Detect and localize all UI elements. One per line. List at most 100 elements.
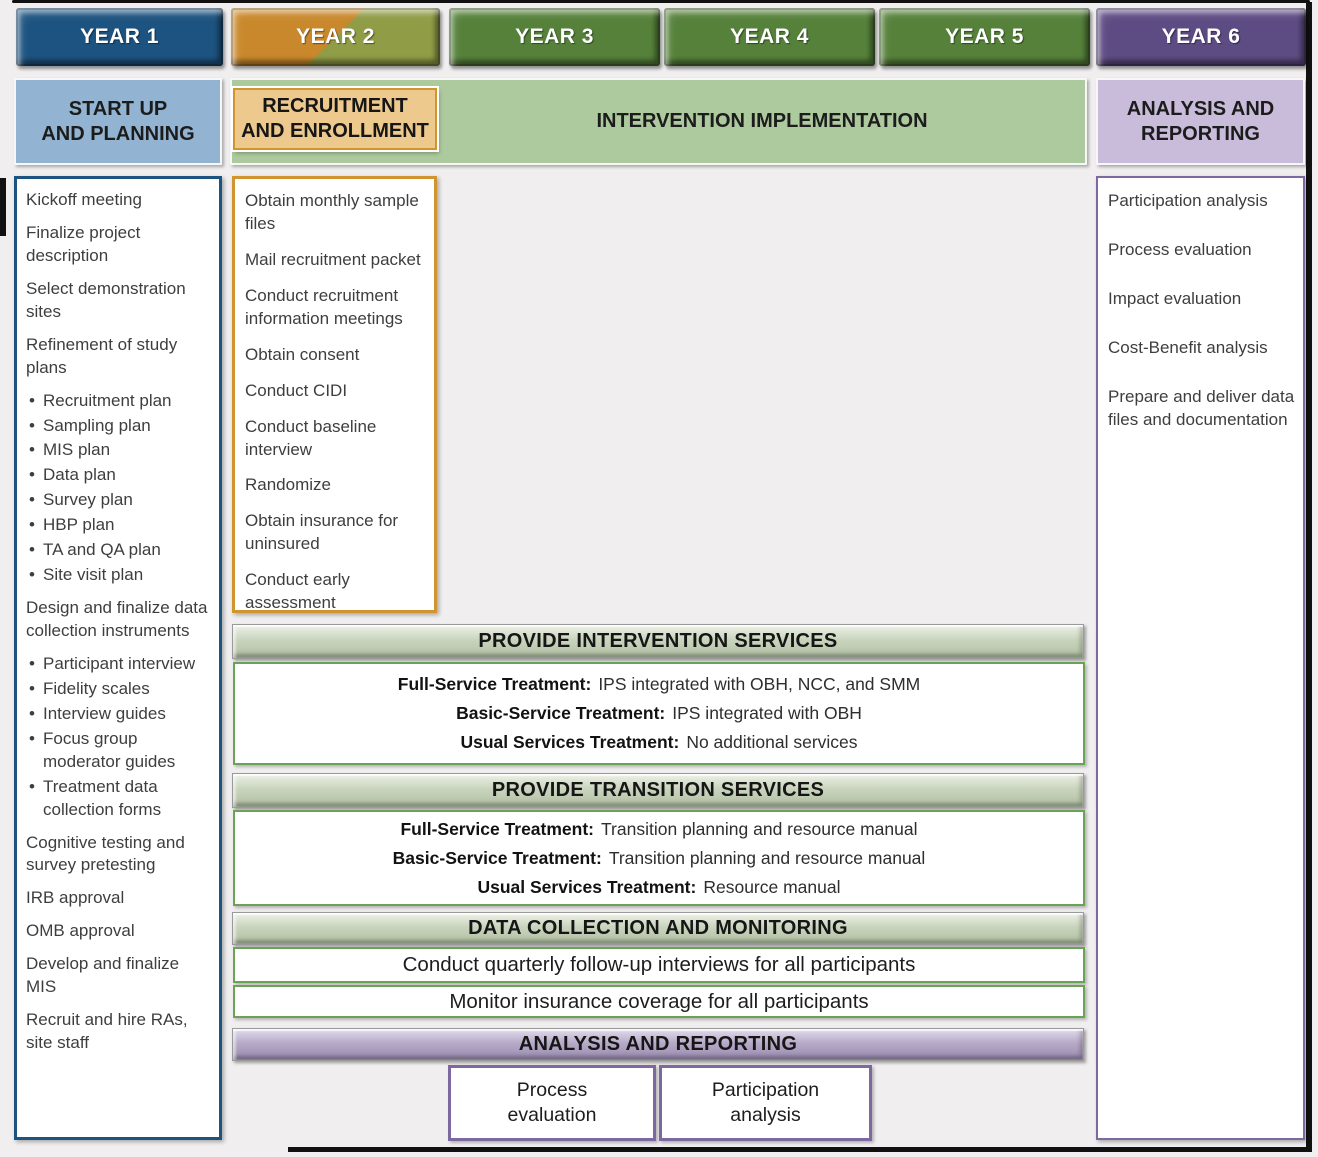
task-item: Refinement of study plans — [26, 334, 178, 377]
year-label: YEAR 1 — [80, 25, 159, 48]
section-bar-title: PROVIDE TRANSITION SERVICES — [491, 779, 825, 801]
treatment-label: Usual Services Treatment: — [477, 876, 697, 897]
phase-title: START UP AND PLANNING — [41, 97, 195, 145]
treatment-row: Basic-Service Treatment: Transition plann… — [235, 844, 1083, 873]
treatment-row: Full-Service Treatment: IPS integrated wi… — [235, 670, 1083, 699]
task-item: Impact evaluation — [1108, 288, 1242, 308]
year-header-2: YEAR 2 — [231, 8, 440, 66]
task-item: Process evaluation — [1108, 239, 1252, 259]
task-item: Obtain insurance for uninsured — [245, 511, 399, 554]
box-label: Process evaluation — [507, 1078, 597, 1126]
treatment-text: Transition planning and resource manual — [608, 847, 926, 868]
bullet-task: MIS plan — [26, 439, 211, 462]
bullet-task: Treatment data collection forms — [26, 776, 211, 822]
data-collection-text: Monitor insurance coverage for all parti… — [449, 989, 869, 1013]
task-item: Develop and finalize MIS — [26, 954, 180, 997]
task-item: Conduct CIDI — [245, 380, 348, 400]
task-item: Conduct early assessment — [245, 570, 350, 613]
year-label: YEAR 4 — [730, 25, 809, 48]
treatment-text: No additional services — [686, 732, 858, 752]
year-header-5: YEAR 5 — [879, 8, 1090, 66]
task-item: Conduct recruitment information meetings — [245, 285, 403, 328]
treatment-row: Full-Service Treatment: Transition planni… — [235, 815, 1083, 844]
data-collection-row: Conduct quarterly follow-up interviews f… — [233, 947, 1085, 983]
task-item: Participation analysis — [1108, 191, 1268, 210]
bullet-task: Survey plan — [26, 489, 211, 512]
bullet-task: Focus group moderator guides — [26, 728, 211, 774]
section-bar-provide-transition-services: PROVIDE TRANSITION SERVICES — [232, 773, 1084, 808]
section-bar-data-collection-monitoring: DATA COLLECTION AND MONITORING — [232, 912, 1084, 945]
phase-analysis-reporting: ANALYSIS AND REPORTING — [1096, 78, 1305, 165]
treatment-text: IPS integrated with OBH, NCC, and SMM — [598, 674, 921, 694]
bullet-task: Fidelity scales — [26, 678, 211, 701]
task-item: Kickoff meeting — [26, 190, 142, 209]
treatment-label: Basic-Service Treatment: — [392, 847, 602, 868]
participation-analysis-box: Participation analysis — [659, 1065, 872, 1141]
year-header-1: YEAR 1 — [16, 8, 223, 66]
task-item: Cost-Benefit analysis — [1108, 337, 1268, 357]
bullet-task: Site visit plan — [26, 564, 211, 587]
task-item: OMB approval — [26, 921, 135, 941]
list-gap — [26, 589, 211, 597]
treatment-text: Transition planning and resource manual — [601, 818, 918, 839]
phase-title: RECRUITMENT AND ENROLLMENT — [241, 95, 429, 142]
bullet-task: Sampling plan — [26, 415, 211, 438]
bullet-task: HBP plan — [26, 514, 211, 537]
section-bar-title: ANALYSIS AND REPORTING — [518, 1033, 798, 1055]
task-item: Select demonstration sites — [26, 278, 186, 321]
section-bar-provide-intervention-services: PROVIDE INTERVENTION SERVICES — [232, 624, 1084, 659]
data-collection-text: Conduct quarterly follow-up interviews f… — [402, 953, 916, 976]
task-item: Finalize project description — [26, 222, 141, 265]
intervention-implementation-stack: PROVIDE INTERVENTION SERVICES Full-Servi… — [232, 0, 1087, 1157]
bullet-task: TA and QA plan — [26, 539, 211, 562]
data-collection-row: Monitor insurance coverage for all parti… — [233, 985, 1085, 1018]
year-header-6: YEAR 6 — [1096, 8, 1306, 66]
treatment-row: Usual Services Treatment: Resource manual — [235, 873, 1083, 902]
figure-frame-right — [1306, 2, 1312, 1150]
phase-recruitment-enrollment: RECRUITMENT AND ENROLLMENT — [233, 88, 437, 150]
figure-frame-top — [12, 0, 1310, 3]
task-item: Cognitive testing and survey pretesting — [26, 832, 185, 875]
year-label: YEAR 3 — [515, 25, 594, 48]
treatment-text: IPS integrated with OBH — [672, 703, 862, 723]
section-bar-analysis-reporting: ANALYSIS AND REPORTING — [232, 1028, 1084, 1061]
box-label: Participation analysis — [711, 1078, 820, 1126]
phase-title: INTERVENTION IMPLEMENTATION — [596, 110, 928, 132]
phase-startup-planning: START UP AND PLANNING — [14, 78, 222, 165]
bullet-task: Recruitment plan — [26, 390, 211, 413]
treatment-row: Basic-Service Treatment: IPS integrated w… — [235, 699, 1083, 728]
bullet-task: Participant interview — [26, 653, 211, 676]
treatment-label: Basic-Service Treatment: — [456, 703, 666, 723]
treatment-row: Usual Services Treatment:No additional s… — [235, 728, 1083, 757]
task-item: Conduct baseline interview — [245, 416, 377, 459]
year-header-3: YEAR 3 — [449, 8, 660, 66]
task-item: Obtain consent — [245, 344, 360, 364]
treatment-label: Full-Service Treatment: — [400, 818, 595, 839]
figure-frame-left-fragment — [0, 178, 6, 236]
intervention-services-panel: Full-Service Treatment: IPS integrated wi… — [233, 662, 1085, 765]
task-item: Recruit and hire RAs, site staff — [26, 1010, 188, 1053]
task-item: Mail recruitment packet — [245, 249, 421, 269]
section-bar-title: PROVIDE INTERVENTION SERVICES — [478, 630, 838, 652]
figure-frame-bottom — [288, 1147, 1312, 1152]
task-item: IRB approval — [26, 888, 125, 908]
process-evaluation-box: Process evaluation — [448, 1065, 656, 1141]
list-gap — [26, 824, 211, 832]
task-item: Prepare and deliver data files and docum… — [1108, 386, 1295, 429]
treatment-label: Full-Service Treatment: — [397, 674, 592, 694]
year-label: YEAR 5 — [945, 25, 1024, 48]
task-item: Design and finalize data collection inst… — [26, 598, 208, 640]
phase-title: ANALYSIS AND REPORTING — [1126, 97, 1275, 145]
task-item: Obtain monthly sample files — [245, 191, 419, 233]
treatment-text: Resource manual — [703, 876, 841, 897]
bullet-task: Interview guides — [26, 703, 211, 726]
year-label: YEAR 2 — [296, 25, 375, 48]
year-header-4: YEAR 4 — [664, 8, 875, 66]
year-label: YEAR 6 — [1161, 25, 1241, 48]
bullet-task: Data plan — [26, 464, 211, 487]
section-bar-title: DATA COLLECTION AND MONITORING — [468, 917, 848, 939]
transition-services-panel: Full-Service Treatment: Transition planni… — [233, 810, 1085, 906]
